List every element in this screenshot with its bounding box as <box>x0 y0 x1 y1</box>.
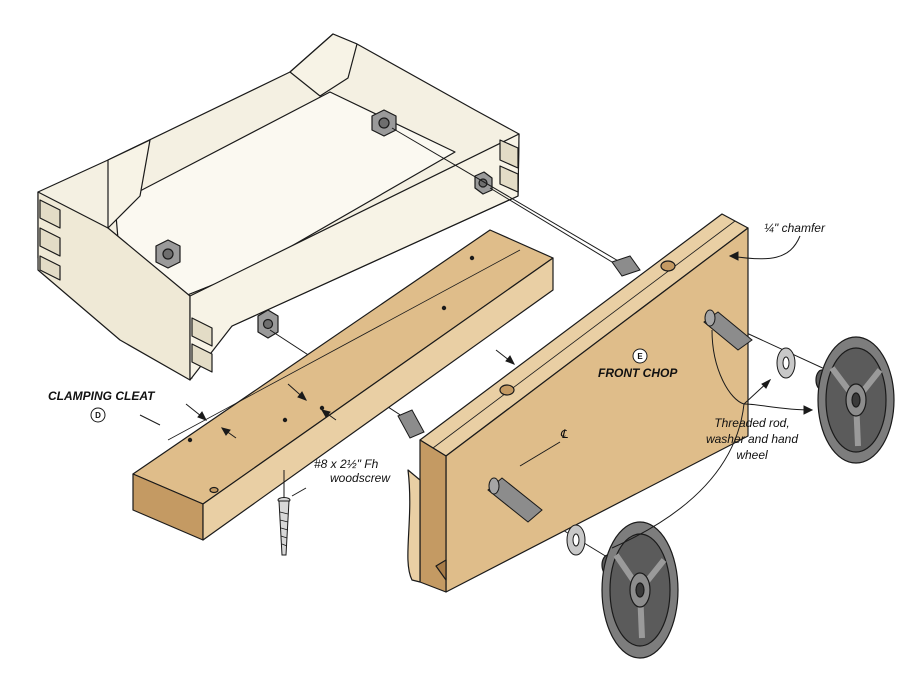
chamfer-label: ¼" chamfer <box>764 221 826 235</box>
hex-nut-back <box>371 109 397 137</box>
front-chop-label: FRONT CHOP <box>598 366 678 380</box>
threaded-rod-front-lower <box>487 477 543 523</box>
badge-e-label: E <box>637 352 643 361</box>
threaded-rod-label-1: Threaded rod, <box>714 416 789 430</box>
hand-wheel-upper <box>815 336 895 464</box>
base-frame <box>37 33 520 381</box>
badge-d-label: D <box>95 411 101 420</box>
woodscrew-label-2: woodscrew <box>330 471 391 485</box>
threaded-rod-left <box>397 409 425 439</box>
badge-e: E <box>632 348 648 364</box>
clamping-cleat <box>132 229 554 541</box>
hex-nut-front <box>257 309 279 339</box>
woodscrew <box>277 470 291 556</box>
hand-wheel-lower <box>601 521 679 659</box>
threaded-rod-back <box>611 255 641 277</box>
washer-lower <box>566 524 586 556</box>
badge-d: D <box>90 407 106 423</box>
centerline-symbol: ℄ <box>560 427 568 441</box>
leader-lines <box>139 235 814 549</box>
threaded-rod-front-upper <box>703 309 753 351</box>
woodscrew-label-1: #8 x 2½" Fh <box>314 457 379 471</box>
threaded-rod-label-3: wheel <box>736 448 768 462</box>
hex-nut-left <box>155 239 181 269</box>
hex-nut-right <box>474 171 493 195</box>
threaded-rod-label-2: washer and hand <box>706 432 798 446</box>
clamping-cleat-label: CLAMPING CLEAT <box>48 389 156 403</box>
threaded-rods <box>397 255 753 523</box>
washer-upper <box>776 347 796 379</box>
washers <box>566 347 796 556</box>
